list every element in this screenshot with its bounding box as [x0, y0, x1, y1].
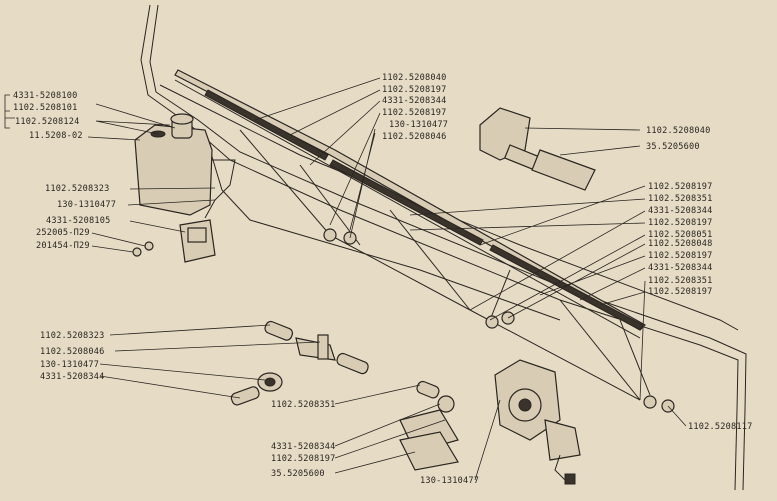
- label-1102-5208197-m1: 1102.5208197: [648, 182, 713, 192]
- label-1102-5208323: 1102.5208323: [45, 184, 110, 194]
- label-11-5208-02: 11.5208-02: [29, 131, 83, 141]
- label-4331-5208344-top: 4331-5208344: [382, 96, 447, 106]
- washer-pump: [132, 219, 216, 263]
- label-35-5205600-right: 35.5205600: [646, 142, 700, 152]
- label-1102-5208101: 1102.5208101: [13, 103, 78, 113]
- right-motor-unit: [479, 107, 596, 191]
- clamp-parts: [399, 380, 459, 471]
- label-4331-5208344-m8: 4331-5208344: [648, 263, 713, 273]
- label-1102-5208197-top-a: 1102.5208197: [382, 85, 447, 95]
- label-1102-5208124: 1102.5208124: [15, 117, 80, 127]
- label-1102-5208323-bottom: 1102.5208323: [40, 331, 105, 341]
- label-1102-5208351-m9: 1102.5208351: [648, 276, 713, 286]
- label-4331-5208100: 4331-5208100: [13, 91, 78, 101]
- label-1102-5208046-bottom: 1102.5208046: [40, 347, 105, 357]
- label-1102-5208040-right: 1102.5208040: [646, 126, 711, 136]
- label-1102-5208351-bottom: 1102.5208351: [271, 400, 336, 410]
- label-1102-5208117: 1102.5208117: [688, 422, 753, 432]
- label-1102-5208046-top: 1102.5208046: [382, 132, 447, 142]
- washer-reservoir: [134, 113, 236, 219]
- label-4331-5208344-bottom-b: 4331-5208344: [271, 442, 336, 452]
- wiper-blades: [204, 89, 644, 331]
- label-1102-5208040-top: 1102.5208040: [382, 73, 447, 83]
- part-number-labels: 4331-5208100 1102.5208101 1102.5208124 1…: [13, 73, 753, 486]
- label-201454-P29: 201454-П29: [36, 241, 90, 251]
- hose-connectors: [230, 320, 369, 406]
- label-4331-5208105: 4331-5208105: [46, 216, 111, 226]
- label-4331-5208344-bottom: 4331-5208344: [40, 372, 105, 382]
- label-4331-5208344-m3: 4331-5208344: [648, 206, 713, 216]
- wiper-motor: [494, 359, 581, 485]
- label-1102-5208048-m6: 1102.5208048: [648, 239, 713, 249]
- label-1102-5208197-m7: 1102.5208197: [648, 251, 713, 261]
- label-1102-5208351-m2: 1102.5208351: [648, 194, 713, 204]
- label-35-5205600-bottom: 35.5205600: [271, 469, 325, 479]
- label-1102-5208197-bottom: 1102.5208197: [271, 454, 336, 464]
- label-1102-5208197-m4: 1102.5208197: [648, 218, 713, 228]
- label-130-1310477-bottom: 130-1310477: [40, 360, 99, 370]
- windshield-frame: [140, 4, 747, 491]
- label-1102-5208197-m10: 1102.5208197: [648, 287, 713, 297]
- leader-lines: [4, 77, 687, 481]
- label-1102-5208197-top-b: 1102.5208197: [382, 108, 447, 118]
- label-1102-5208051-m5: 1102.5208051: [648, 230, 713, 240]
- label-130-1310477: 130-1310477: [57, 200, 116, 210]
- label-130-1310477-motor: 130-1310477: [420, 476, 479, 486]
- label-252005-P29: 252005-П29: [36, 228, 90, 238]
- label-130-1310477-top: 130-1310477: [389, 120, 448, 130]
